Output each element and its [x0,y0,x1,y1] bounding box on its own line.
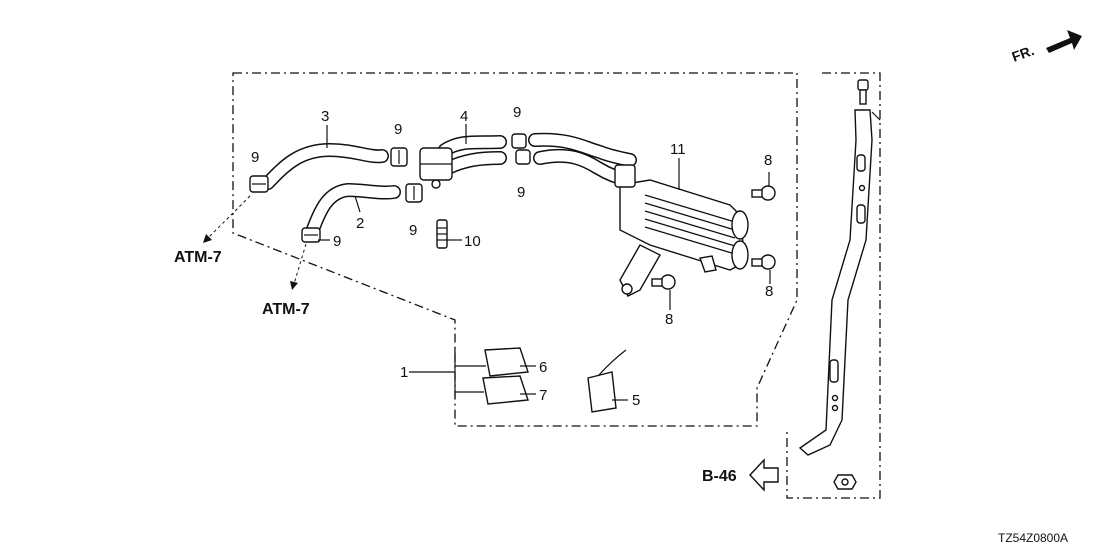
callout-11: 11 [670,141,686,158]
b46-arrow-icon [749,458,779,492]
bracket-bolt [857,79,869,105]
hose-2 [305,182,401,239]
callout-9-left: 9 [251,149,259,166]
callout-9-mid: 9 [409,222,417,239]
bolt-10 [436,219,448,249]
pad-6 [484,347,529,377]
callout-10: 10 [464,233,481,250]
callout-9-lower-clamp: 9 [333,233,341,250]
hose-clamp [390,147,408,167]
callout-8-lower: 8 [765,283,773,300]
atm-arrowhead-icon [290,281,298,290]
callout-8-upper: 8 [764,152,772,169]
callout-7: 7 [539,387,547,404]
kit-boundary [232,72,798,427]
bracket-nut [833,474,857,490]
hose-clamp [301,227,321,243]
drawing-code: TZ54Z0800A [998,531,1068,545]
mounting-bracket [798,109,881,456]
hose-clamp [515,149,531,165]
callout-9-upper-mid: 9 [394,121,402,138]
oil-cooler [614,164,749,297]
callout-5: 5 [632,392,640,409]
ref-atm-7-lower: ATM-7 [262,301,310,318]
callout-3: 3 [321,108,329,125]
front-arrow-icon [1046,30,1082,53]
callout-9-right: 9 [517,184,525,201]
front-direction-indicator: FR. [1010,30,1082,65]
hose-4 [438,135,507,175]
bolt-8 [751,185,776,201]
bracket-boundary [786,72,881,499]
callout-9-top-right: 9 [513,104,521,121]
callout-8-bottom: 8 [665,311,673,328]
callout-4: 4 [460,108,468,125]
front-label: FR. [1010,42,1037,65]
hose-3 [261,142,389,190]
hose-clamp [249,175,269,193]
ref-b-46: B-46 [702,468,737,485]
callout-2: 2 [356,215,364,232]
atm-ref-arrow-b [293,243,307,285]
pad-7 [482,375,529,405]
callout-6: 6 [539,359,547,376]
hose-clamp [511,133,527,149]
hose-clamp [405,183,423,203]
bolt-8 [751,254,776,270]
ref-atm-7-left: ATM-7 [174,249,222,266]
pipe-joint [419,147,453,189]
bolt-8 [651,274,676,290]
atm-arrowhead-icon [203,234,212,243]
tag-5 [587,349,627,413]
leader-2 [354,195,361,213]
callout-1: 1 [400,364,408,381]
atm-ref-arrow-a [207,195,251,239]
